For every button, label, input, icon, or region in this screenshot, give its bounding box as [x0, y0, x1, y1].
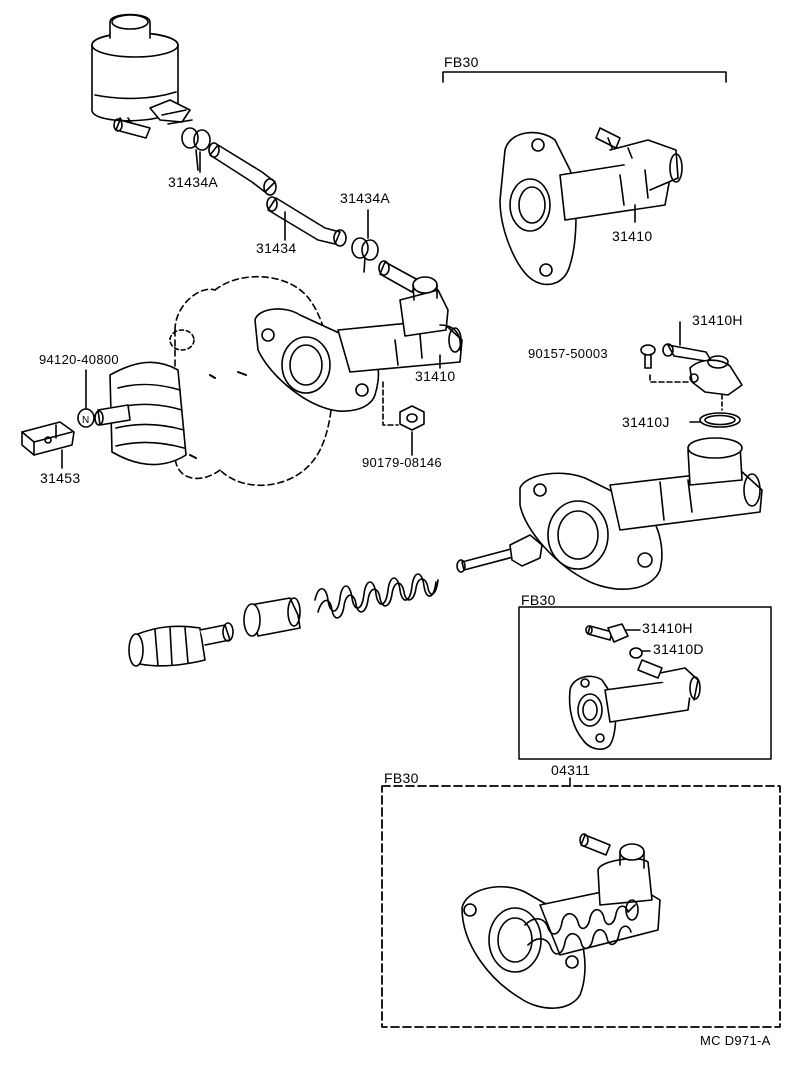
label-90179: 90179-08146 [362, 455, 442, 470]
svg-text:N: N [82, 415, 89, 426]
diagram-code: MC D971-A [700, 1033, 771, 1048]
label-31434a-lower: 31434A [340, 190, 391, 206]
pushrod-boot [94, 361, 187, 466]
fb30-mid-union [585, 623, 629, 643]
inlet-fitting [378, 260, 419, 293]
fb30-mid-leaders [625, 629, 651, 652]
reservoir-hose-lower [266, 196, 347, 247]
hose-clamp-upper [181, 127, 211, 171]
master-cylinder-exploded [519, 437, 763, 590]
label-04311: 04311 [551, 762, 591, 778]
label-31410-fb30: 31410 [612, 228, 653, 244]
inlet-union [662, 343, 743, 396]
leader-90157 [649, 374, 691, 383]
flange-nut [399, 405, 425, 431]
reservoir-hose-upper [208, 142, 277, 196]
o-ring-inner [704, 414, 736, 426]
master-cylinder-fb30 [499, 127, 683, 286]
screw-90157 [640, 344, 656, 369]
fb30-mid-gasket [629, 647, 643, 659]
label-fb30-mid: FB30 [521, 592, 556, 608]
o-ring [699, 412, 741, 428]
label-31434: 31434 [256, 240, 297, 256]
pushrod-nut: N [77, 408, 95, 428]
clutch-reservoir [91, 13, 193, 139]
label-31410h-top: 31410H [692, 312, 743, 328]
fb30-bottom-assembly [461, 833, 661, 1009]
fb30-top-bracket [442, 71, 727, 83]
label-94120: 94120-40800 [39, 352, 119, 367]
label-31434a-upper: 31434A [168, 174, 219, 190]
label-fb30-top: FB30 [444, 54, 479, 70]
label-31410d: 31410D [653, 641, 704, 657]
fb30-mid-box [518, 606, 772, 760]
master-cylinder-main [254, 276, 463, 412]
pushrod-clevis [21, 421, 75, 456]
piston-sleeve [243, 597, 301, 637]
piston [128, 622, 234, 667]
fb30-bottom-box [381, 785, 781, 1028]
hose-clamp-lower [351, 237, 379, 273]
label-fb30-bottom: FB30 [384, 770, 419, 786]
leader-90179 [382, 381, 399, 426]
label-31410-main: 31410 [415, 368, 456, 384]
label-90157: 90157-50003 [528, 346, 608, 361]
return-spring [314, 573, 439, 619]
label-31410j: 31410J [622, 414, 670, 430]
pushrod-assembly [456, 534, 543, 573]
fb30-mid-cylinder [568, 659, 701, 750]
label-31410h-box: 31410H [642, 620, 693, 636]
label-31453: 31453 [40, 470, 81, 486]
